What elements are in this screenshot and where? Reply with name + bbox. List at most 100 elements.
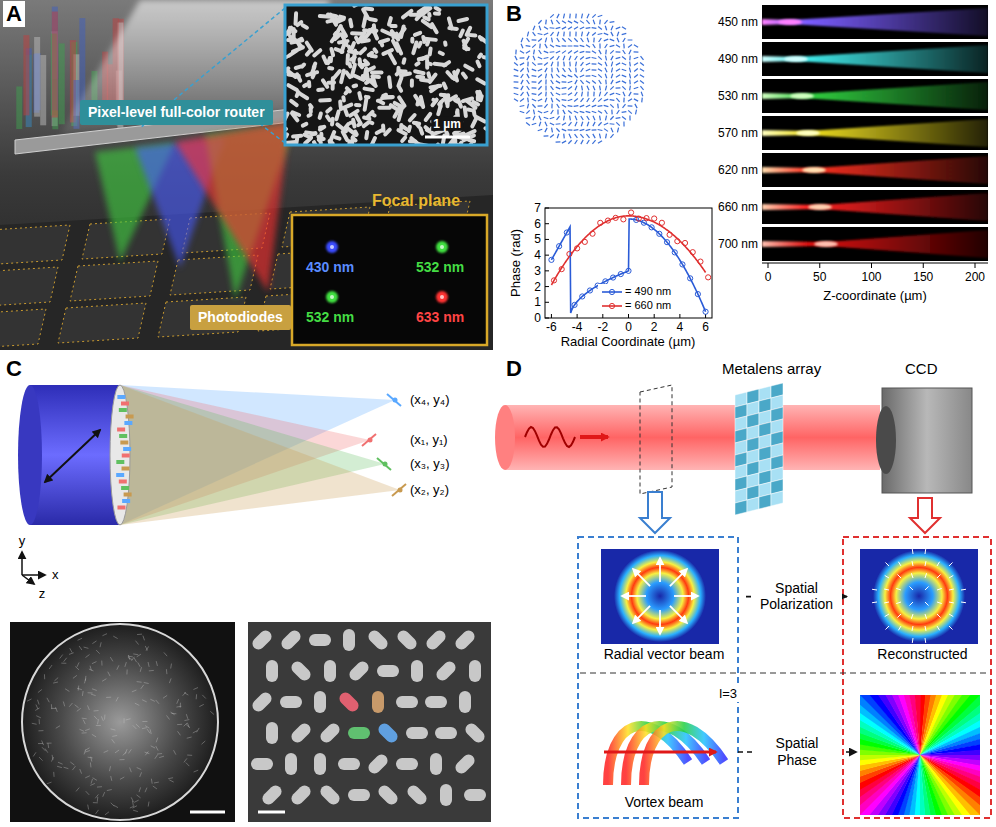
meta-atom	[556, 27, 561, 28]
meta-atom	[634, 51, 639, 52]
sem-texture	[134, 658, 137, 662]
panel: C	[0, 355, 493, 827]
meta-atom	[635, 104, 637, 108]
meta-atom	[556, 123, 561, 125]
meta-atom	[556, 74, 559, 77]
meta-atom	[557, 62, 558, 67]
tick-label: 2	[534, 279, 541, 293]
meta-atom	[544, 117, 549, 119]
meta-atom	[533, 110, 534, 115]
meta-atom	[598, 111, 602, 114]
sem-texture	[69, 703, 72, 707]
meta-atom	[623, 50, 626, 54]
art-shape	[294, 89, 301, 98]
sem-texture	[53, 682, 58, 683]
art-shape	[400, 8, 414, 20]
meta-atom	[641, 56, 644, 60]
wavelength-label: 620 nm	[718, 163, 758, 177]
sem-texture	[197, 728, 200, 732]
meta-atom	[599, 116, 601, 121]
sem-texture	[77, 688, 82, 689]
axis-label: x	[52, 567, 59, 583]
meta-atom	[586, 51, 591, 53]
vortex-wavefront	[644, 726, 724, 785]
sem-texture	[108, 672, 110, 676]
meta-atom	[593, 98, 596, 102]
focus-beam	[762, 193, 988, 221]
data-point	[559, 267, 564, 272]
focal-polarization	[392, 484, 406, 496]
art-shape	[438, 100, 443, 109]
art-shape	[305, 70, 320, 78]
meta-atom	[605, 110, 608, 114]
meta-atom	[562, 27, 566, 29]
art-shape	[920, 747, 980, 756]
meta-atom	[557, 56, 560, 60]
sem-texture	[154, 782, 159, 784]
sem-texture	[153, 786, 157, 789]
polarization-arrow	[674, 595, 698, 597]
scale-label: 1 µm	[431, 117, 463, 131]
sem-texture	[85, 676, 87, 681]
focus-spot	[790, 93, 814, 99]
meta-atom	[604, 99, 608, 101]
polarization-arrow	[872, 589, 877, 591]
sem-texture	[184, 758, 187, 762]
meta-atom	[527, 92, 529, 96]
meta-atom	[568, 105, 573, 107]
meta-atom	[544, 111, 549, 113]
meta-atom	[592, 140, 595, 144]
meta-atom	[616, 98, 619, 102]
art-shape	[442, 93, 450, 106]
sem-texture	[60, 655, 63, 659]
focus-beam	[762, 8, 988, 36]
meta-atom	[526, 45, 531, 47]
focal-spot	[440, 245, 444, 249]
sem-texture	[135, 641, 138, 645]
propagation-arrow	[580, 435, 608, 439]
art-shape	[399, 135, 408, 144]
meta-atom	[592, 75, 597, 76]
wavelength-label: 490 nm	[718, 52, 758, 66]
sem-texture	[53, 772, 54, 777]
art-shape	[285, 753, 297, 775]
sem-texture	[194, 770, 199, 772]
meta-atom	[568, 75, 572, 77]
art-shape	[351, 117, 357, 128]
meta-atom	[616, 93, 621, 95]
nanopillar	[59, 43, 65, 124]
tick	[654, 314, 655, 318]
sem-texture	[177, 724, 182, 725]
sem-texture	[114, 805, 118, 807]
art-shape	[300, 23, 310, 31]
meta-atom	[623, 98, 625, 103]
meta-atom	[580, 45, 585, 46]
sem-texture	[42, 741, 44, 746]
focal-polarization	[387, 394, 401, 406]
sem-texture	[38, 689, 42, 692]
meta-atom	[538, 92, 542, 95]
sem-texture	[51, 704, 52, 709]
meta-atom	[611, 128, 613, 132]
art-shape	[367, 28, 378, 33]
sem-texture	[180, 703, 181, 708]
meta-atom	[550, 134, 554, 137]
art-shape	[405, 783, 429, 807]
meta-atom	[551, 110, 554, 114]
beam-tile: Radial vector beam	[585, 545, 743, 665]
polarization-arrow	[937, 562, 940, 566]
meta-atom	[574, 129, 579, 131]
sem-texture	[96, 650, 99, 654]
sem-texture	[79, 646, 82, 650]
meta-atom	[539, 50, 542, 54]
art-shape	[370, 71, 384, 75]
meta-atom	[538, 57, 542, 59]
meta-atom	[568, 99, 573, 100]
blue-curve	[551, 219, 705, 313]
art-shape	[453, 752, 477, 776]
meta-atom	[634, 74, 638, 77]
nanopillar	[123, 447, 131, 451]
meta-atom	[623, 104, 626, 108]
meta-atom	[574, 99, 578, 102]
meta-atom	[538, 63, 543, 64]
